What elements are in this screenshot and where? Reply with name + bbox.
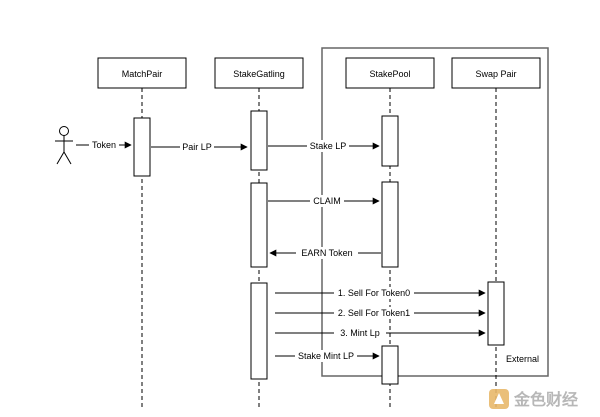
message-earn-token-label: EARN Token — [301, 248, 352, 258]
stakepool-activation-3 — [381, 345, 399, 385]
participant-stakepool: StakePool — [345, 57, 435, 89]
participant-stakepool-label: StakePool — [369, 69, 410, 79]
message-earn-token: EARN Token — [269, 247, 381, 259]
watermark-text: 金色财经 — [513, 390, 578, 409]
participant-stakegatling: StakeGatling — [214, 57, 304, 89]
message-stake-mint-lp-label: Stake Mint LP — [298, 351, 354, 361]
message-token-label: Token — [92, 140, 116, 150]
stakepool-activation-1 — [381, 115, 399, 167]
swappair-activation — [487, 281, 505, 346]
message-pair-lp: Pair LP — [151, 141, 248, 153]
message-sell-token0: 1. Sell For Token0 — [275, 287, 486, 299]
message-claim: CLAIM — [268, 195, 380, 207]
message-mint-lp: 3. Mint Lp — [275, 327, 486, 339]
actor-icon — [55, 126, 73, 165]
stakegatling-activation-1 — [250, 110, 268, 171]
stakepool-activation-2 — [381, 181, 399, 268]
message-stake-lp-label: Stake LP — [310, 141, 347, 151]
participant-matchpair: MatchPair — [97, 57, 187, 89]
participant-matchpair-label: MatchPair — [122, 69, 163, 79]
message-pair-lp-label: Pair LP — [182, 142, 212, 152]
message-stake-mint-lp: Stake Mint LP — [275, 350, 380, 362]
matchpair-activation — [133, 117, 151, 177]
participant-swappair-label: Swap Pair — [475, 69, 516, 79]
watermark: 金色财经 — [489, 389, 578, 409]
message-mint-lp-label: 3. Mint Lp — [340, 328, 380, 338]
message-stake-lp: Stake LP — [268, 140, 380, 152]
participant-stakegatling-label: StakeGatling — [233, 69, 285, 79]
message-sell-token1-label: 2. Sell For Token1 — [338, 308, 410, 318]
stakegatling-activation-3 — [250, 282, 268, 380]
participant-swappair: Swap Pair — [451, 57, 541, 89]
watermark-logo-mark — [494, 393, 504, 404]
external-group-label: External — [506, 354, 539, 364]
stakegatling-activation-2 — [250, 182, 268, 268]
external-group-frame — [321, 47, 549, 377]
message-claim-label: CLAIM — [313, 196, 341, 206]
message-sell-token0-label: 1. Sell For Token0 — [338, 288, 410, 298]
message-token: Token — [76, 139, 132, 151]
message-sell-token1: 2. Sell For Token1 — [275, 307, 486, 319]
